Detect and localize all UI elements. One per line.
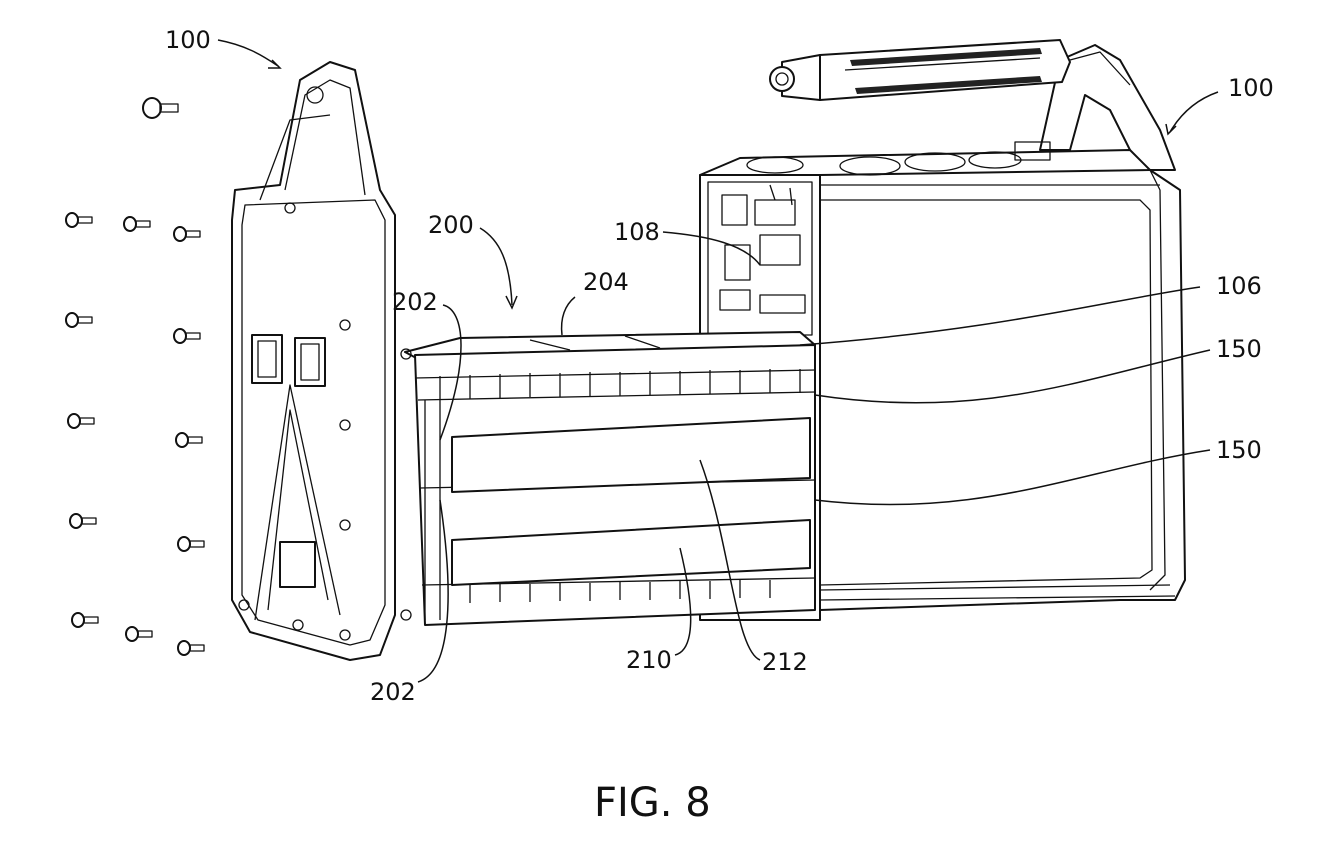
- label-100-left: 100: [165, 26, 211, 54]
- screw-icon: [66, 213, 92, 227]
- screw-icon: [70, 514, 96, 528]
- screw-icon: [126, 627, 152, 641]
- label-108: 108: [614, 218, 660, 246]
- label-200: 200: [428, 211, 474, 239]
- end-cap-housing: [232, 62, 411, 660]
- label-150-lower: 150: [1216, 436, 1262, 464]
- screw-icon: [176, 433, 202, 447]
- screw-icon: [72, 613, 98, 627]
- battery-cell-pack: [405, 332, 815, 625]
- screw-icon: [178, 641, 204, 655]
- label-106: 106: [1216, 272, 1262, 300]
- screw-icon: [174, 329, 200, 343]
- screw-icon: [66, 313, 92, 327]
- label-202-bottom: 202: [370, 678, 416, 706]
- screw-icon: [178, 537, 204, 551]
- label-204: 204: [583, 268, 629, 296]
- screw-icon: [143, 98, 178, 118]
- fastener-screws: [66, 98, 204, 655]
- label-202-top: 202: [392, 288, 438, 316]
- label-150-upper: 150: [1216, 335, 1262, 363]
- screw-icon: [124, 217, 150, 231]
- label-210: 210: [626, 646, 672, 674]
- screw-icon: [174, 227, 200, 241]
- screw-icon: [68, 414, 94, 428]
- label-100-right: 100: [1228, 74, 1274, 102]
- label-212: 212: [762, 648, 808, 676]
- figure-caption: FIG. 8: [594, 780, 711, 826]
